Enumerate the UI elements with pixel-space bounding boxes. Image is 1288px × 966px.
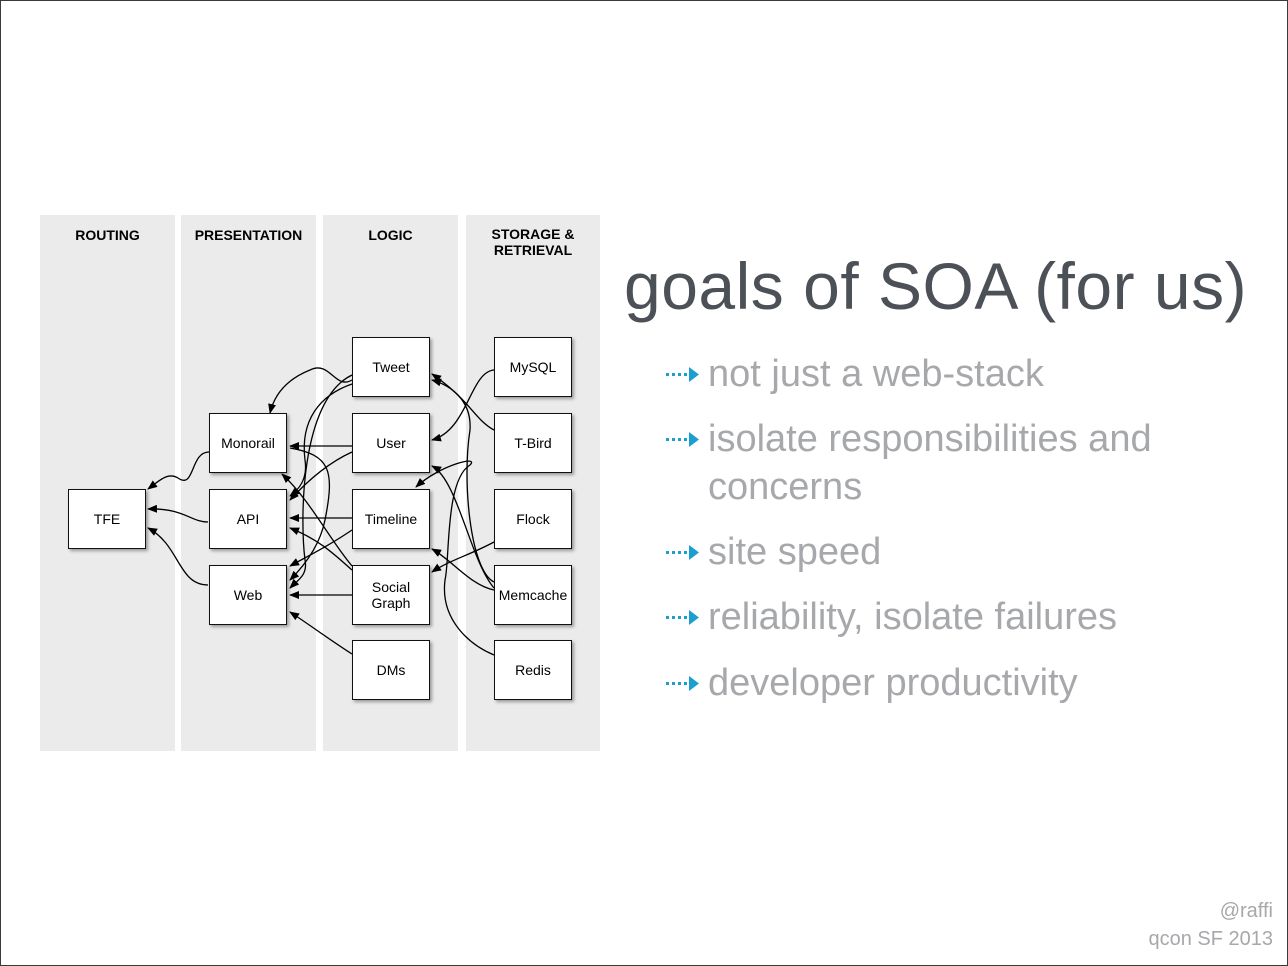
wire-timeline-web bbox=[289, 529, 353, 567]
node-timeline: Timeline bbox=[352, 489, 430, 549]
column-title-routing: ROUTING bbox=[75, 227, 140, 243]
bullet-text: developer productivity bbox=[708, 662, 1078, 704]
wire-flock-social bbox=[431, 541, 495, 573]
node-flock: Flock bbox=[494, 489, 572, 549]
dotted-arrow-icon bbox=[666, 610, 699, 625]
column-title-presentation: PRESENTATION bbox=[194, 227, 303, 243]
dotted-arrow-icon bbox=[666, 367, 699, 382]
dotted-arrow-icon bbox=[666, 545, 699, 560]
wire-tweet-api bbox=[289, 383, 353, 497]
bullet-text: site speed bbox=[708, 531, 882, 573]
bullet-text: reliability, isolate failures bbox=[708, 596, 1118, 638]
wire-tweet-monorail bbox=[268, 367, 353, 414]
dotted-arrow-icon bbox=[666, 432, 699, 447]
wire-user-api bbox=[289, 451, 353, 501]
bullet-text: not just a web-stack bbox=[708, 353, 1044, 395]
node-web: Web bbox=[209, 565, 287, 625]
column-presentation: PRESENTATION bbox=[181, 215, 316, 751]
node-mysql: MySQL bbox=[494, 337, 572, 397]
wire-user-web bbox=[289, 447, 331, 581]
wire-monorail-tfe bbox=[147, 451, 210, 490]
node-dms: DMs bbox=[352, 640, 430, 700]
node-monorail: Monorail bbox=[209, 413, 287, 473]
wire-tbird-tweet bbox=[431, 373, 495, 431]
wire-memcache-user bbox=[431, 465, 495, 589]
node-tweet: Tweet bbox=[352, 337, 430, 397]
wire-api-tfe bbox=[147, 504, 209, 523]
node-user: User bbox=[352, 413, 430, 473]
column-title-logic: LOGIC bbox=[368, 227, 413, 243]
node-tbird: T-Bird bbox=[494, 413, 572, 473]
slide-title: goals of SOA (for us) bbox=[624, 249, 1248, 323]
wire-web-tfe bbox=[147, 527, 209, 586]
footer-handle: @raffi bbox=[1219, 900, 1273, 922]
column-title-storage: STORAGE & RETRIEVAL bbox=[491, 226, 575, 258]
footer-event: qcon SF 2013 bbox=[1148, 928, 1273, 950]
node-social-graph: Social Graph bbox=[352, 565, 430, 625]
dotted-arrow-icon bbox=[666, 676, 699, 691]
wire-redis-timeline bbox=[415, 460, 495, 656]
node-api: API bbox=[209, 489, 287, 549]
wire-dms-web bbox=[289, 611, 353, 655]
wire-tweet-web bbox=[289, 374, 353, 589]
bullet-text: isolate responsibilities and bbox=[708, 418, 1152, 460]
wire-memcache-timeline bbox=[431, 548, 495, 591]
node-memcache: Memcache bbox=[494, 565, 572, 625]
wire-memcache-tweet bbox=[431, 378, 495, 583]
node-tfe: TFE bbox=[68, 489, 146, 549]
wire-social-api bbox=[289, 527, 353, 571]
wire-timeline-monorail bbox=[281, 473, 353, 567]
bullet-text-continued: concerns bbox=[708, 466, 863, 508]
column-storage: STORAGE & RETRIEVAL bbox=[466, 215, 600, 751]
node-redis: Redis bbox=[494, 640, 572, 700]
wire-mysql-user bbox=[431, 369, 495, 442]
